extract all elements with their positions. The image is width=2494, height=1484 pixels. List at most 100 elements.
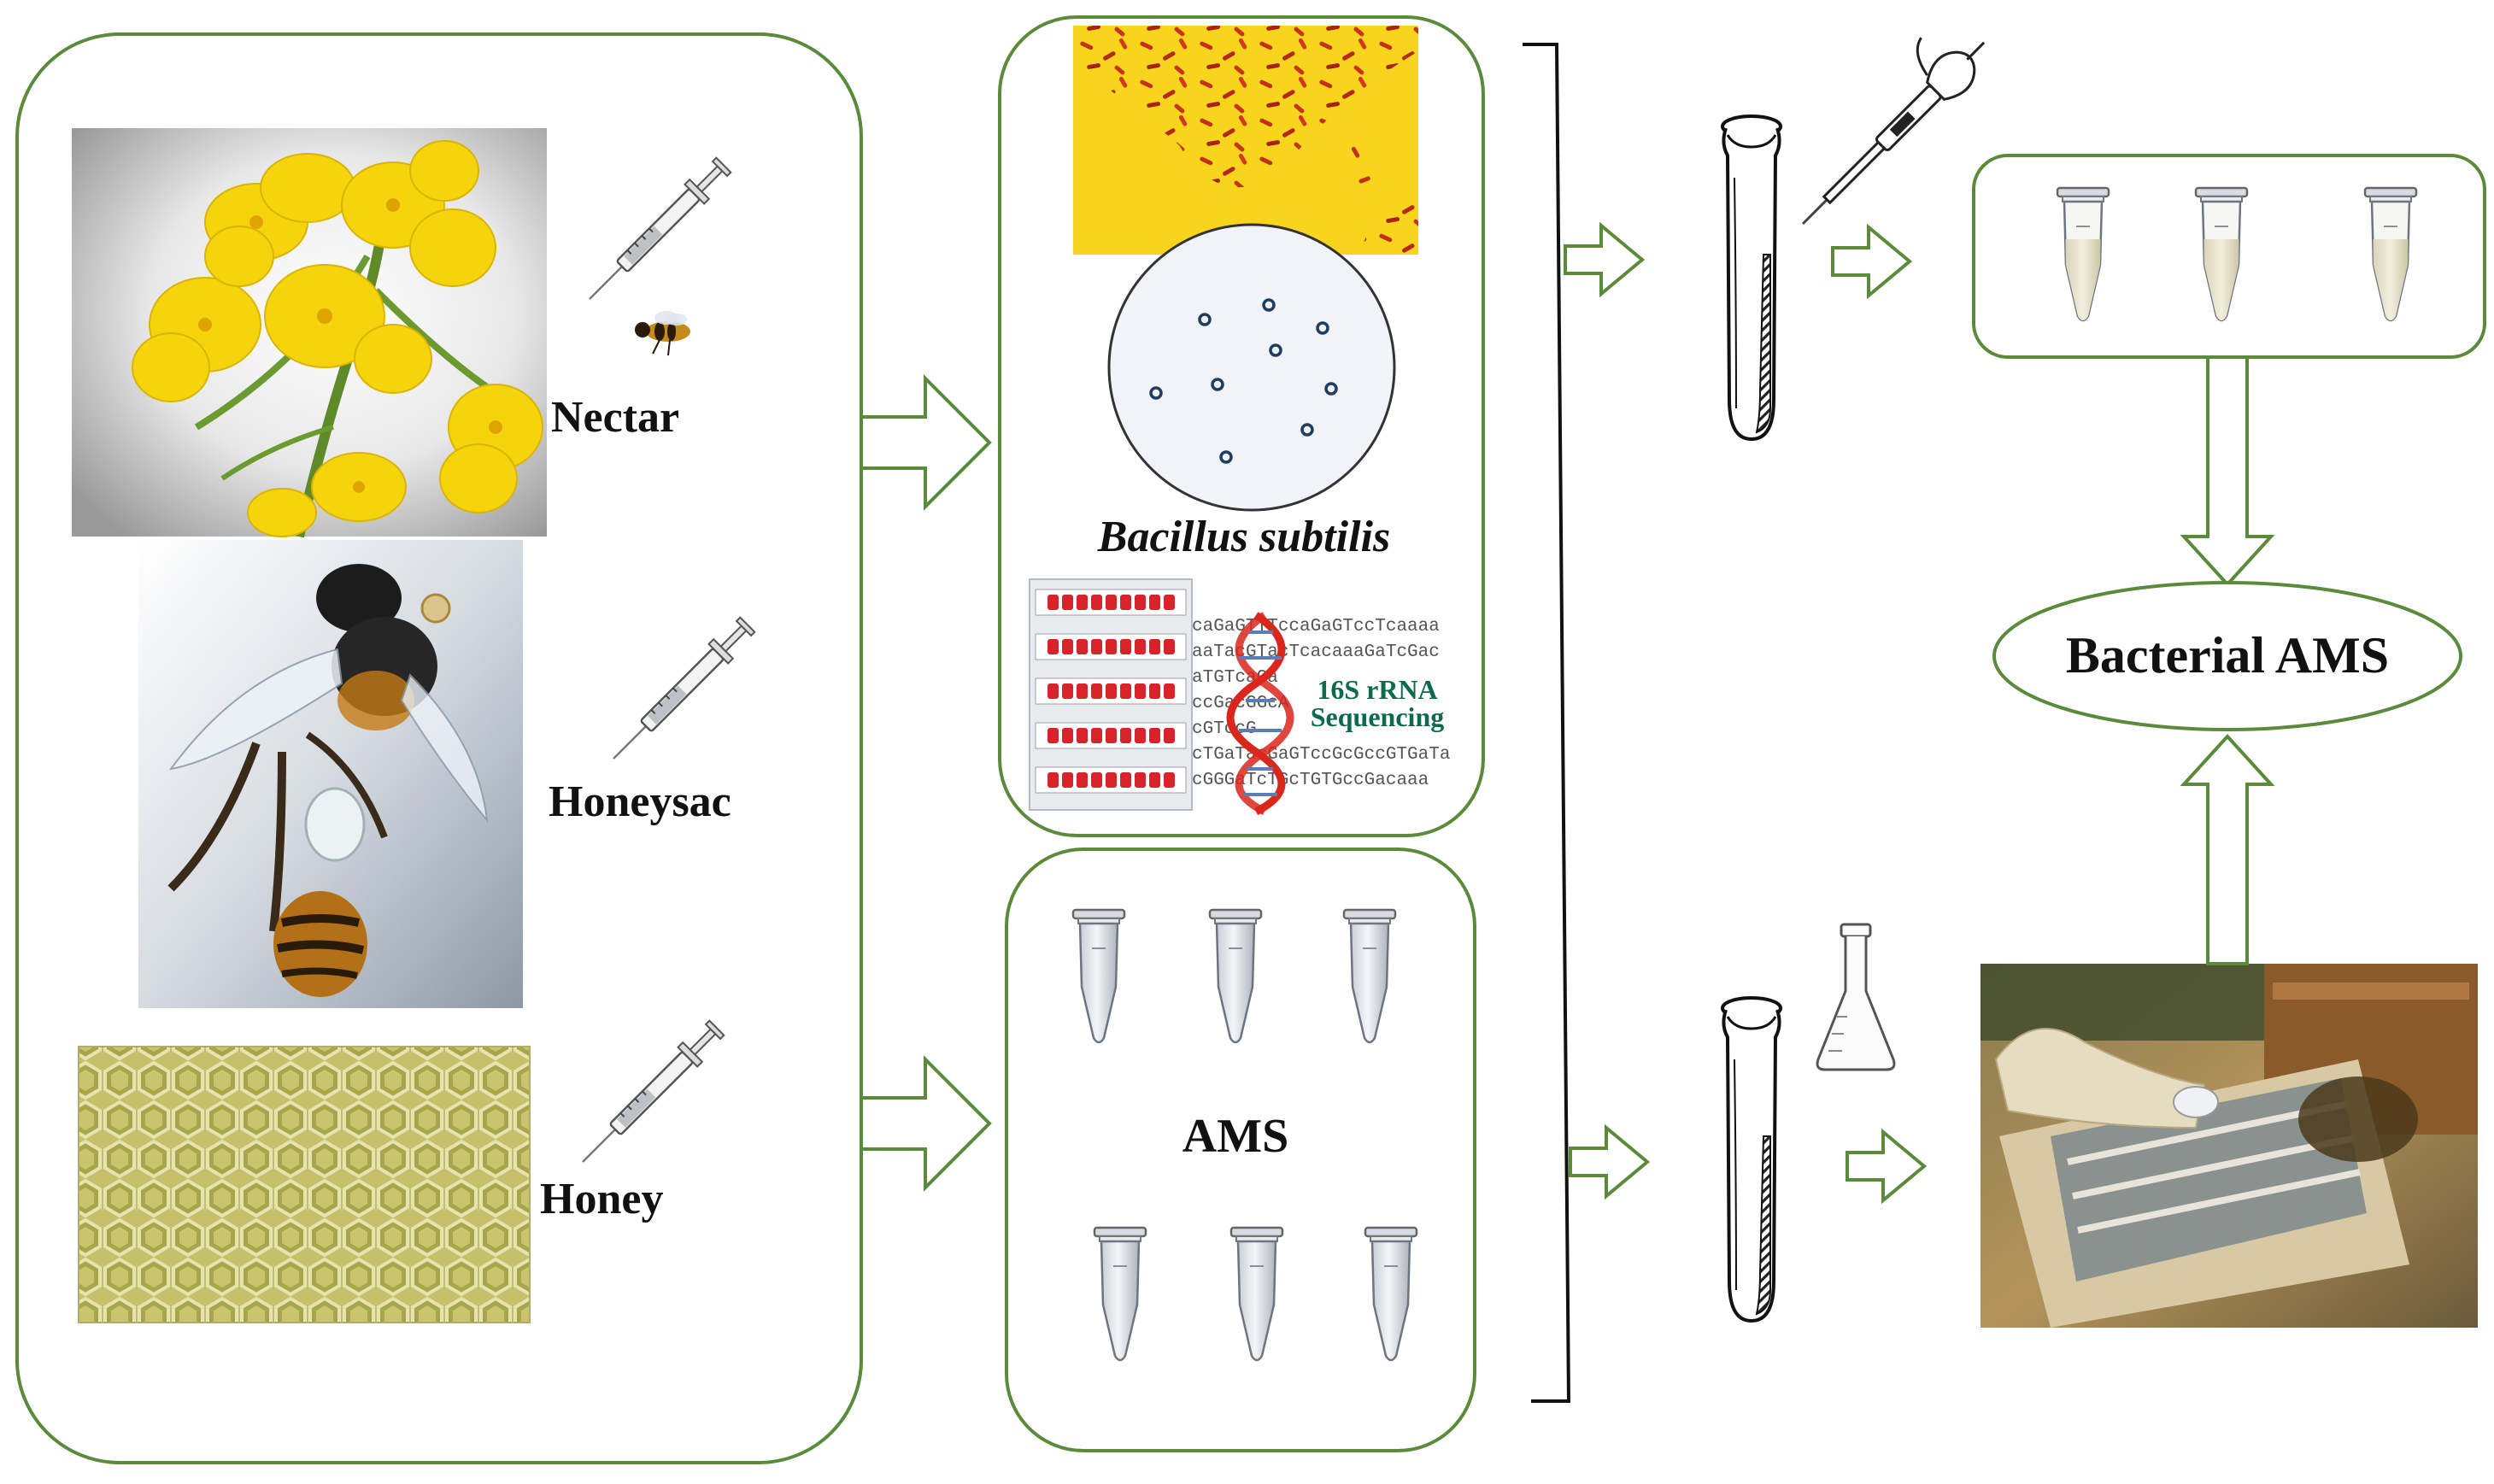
nectar-photo: [72, 128, 547, 538]
result-label: Bacterial AMS: [2066, 627, 2389, 683]
gel-well: [1135, 639, 1146, 654]
bee-icon: [635, 311, 690, 356]
gel-well: [1135, 595, 1146, 610]
gel-well: [1062, 683, 1073, 699]
gel-strip: [1035, 589, 1187, 616]
gel-well: [1149, 772, 1160, 788]
microtube-icon: [1229, 1226, 1284, 1362]
arrow-to-ams: [860, 1058, 991, 1189]
gel-well: [1047, 772, 1059, 788]
result-node: Bacterial AMS: [1992, 581, 2462, 731]
ams-panel-border: [1005, 848, 1476, 1452]
gel-well: [1135, 683, 1146, 699]
filtrate-tube-icon: [2056, 186, 2110, 322]
honeysac-label: Honeysac: [549, 777, 731, 826]
gram-stain-image: [1073, 26, 1418, 255]
gel-well: [1077, 595, 1088, 610]
ams-label: AMS: [1182, 1110, 1288, 1163]
gel-well: [1047, 639, 1059, 654]
gel-well: [1135, 772, 1146, 788]
sequence-row: caGaGTTTccaGaGTccTcaaaa: [1192, 617, 1440, 636]
gel-well: [1164, 728, 1175, 743]
gel-well: [1135, 728, 1146, 743]
arrow-to-hive-photo: [1846, 1130, 1926, 1202]
isolation-panel: Bacillus subtilis caGaGTTTccaGaGTccTcaaa…: [998, 15, 1485, 837]
test-tube-icon: [1721, 114, 1782, 441]
pipette-icon: [1801, 37, 1986, 226]
microtube-icon: [1208, 908, 1263, 1044]
sources-panel-border: [15, 32, 863, 1464]
dna-helix-icon: [1226, 612, 1294, 816]
honeysac-photo: [138, 540, 523, 1008]
gel-well: [1149, 728, 1160, 743]
gel-well: [1091, 639, 1102, 654]
honey-label: Honey: [540, 1175, 663, 1223]
gel-well: [1106, 728, 1117, 743]
microtube-icon: [1071, 908, 1126, 1044]
gel-well: [1091, 728, 1102, 743]
gel-well: [1164, 772, 1175, 788]
gel-plate-image: [1029, 578, 1193, 811]
arrow-to-filtrate-tubes: [1831, 226, 1911, 297]
honey-syringe-icon: [581, 1017, 728, 1164]
gel-well: [1149, 639, 1160, 654]
arrow-down-to-result: [2180, 355, 2275, 587]
filtrate-tube-icon: [2194, 186, 2249, 322]
gel-well: [1062, 772, 1073, 788]
filtrate-tube-icon: [2363, 186, 2418, 322]
test-tube-icon: [1721, 996, 1782, 1323]
gel-well: [1062, 728, 1073, 743]
sequencing-label-line1: 16S rRNA: [1317, 674, 1437, 705]
gel-well: [1149, 683, 1160, 699]
colony-plate-icon: [1107, 223, 1396, 512]
result-ellipse: [1992, 581, 2462, 731]
arrow-up-to-result: [2180, 734, 2275, 965]
sequence-row: aaTacGTacTcacaaaGaTcGac: [1192, 642, 1440, 662]
filtrate-panel: [1972, 154, 2486, 359]
gel-well: [1120, 683, 1131, 699]
sources-panel: Nectar Honeysac Honey: [15, 32, 863, 1464]
gel-well: [1164, 595, 1175, 610]
nectar-label: Nectar: [551, 393, 679, 442]
flask-icon: [1816, 923, 1896, 1071]
arrow-to-lower-tube: [1569, 1126, 1649, 1198]
species-label: Bacillus subtilis: [1097, 513, 1390, 561]
gel-well: [1106, 595, 1117, 610]
gel-well: [1047, 595, 1059, 610]
nectar-syringe-icon: [588, 154, 735, 301]
gel-well: [1120, 639, 1131, 654]
isolation-panel-border: [998, 15, 1485, 837]
gel-well: [1120, 728, 1131, 743]
microtube-icon: [1342, 908, 1397, 1044]
gel-well: [1062, 639, 1073, 654]
microtube-icon: [1364, 1226, 1418, 1362]
arrow-to-isolation: [860, 377, 991, 508]
sequence-row: cGGGaTcTGcTGTGccGacaaa: [1192, 771, 1429, 790]
gel-well: [1091, 595, 1102, 610]
gel-well: [1091, 772, 1102, 788]
gel-well: [1047, 683, 1059, 699]
honey-photo: [78, 1046, 531, 1323]
sequence-row: cTGaTacGaGTccGcGccGTGaTa: [1192, 745, 1450, 765]
gel-well: [1164, 683, 1175, 699]
gel-well: [1077, 728, 1088, 743]
gel-well: [1120, 772, 1131, 788]
gel-well: [1164, 639, 1175, 654]
beehive-photo: [1981, 964, 2478, 1328]
gel-well: [1106, 683, 1117, 699]
sequence-row: ccGacGGcA: [1192, 694, 1289, 713]
gel-well: [1149, 595, 1160, 610]
sequencing-label-line2: Sequencing: [1311, 701, 1444, 732]
arrow-to-upper-tube: [1564, 224, 1644, 296]
gel-well: [1047, 728, 1059, 743]
gel-well: [1077, 683, 1088, 699]
honeysac-syringe-icon: [612, 613, 759, 760]
gel-well: [1106, 772, 1117, 788]
ams-panel: AMS: [1005, 848, 1476, 1452]
gel-well: [1077, 639, 1088, 654]
gel-well: [1106, 639, 1117, 654]
gel-well: [1091, 683, 1102, 699]
gel-well: [1062, 595, 1073, 610]
combine-bracket: [1523, 43, 1571, 1403]
gel-well: [1120, 595, 1131, 610]
